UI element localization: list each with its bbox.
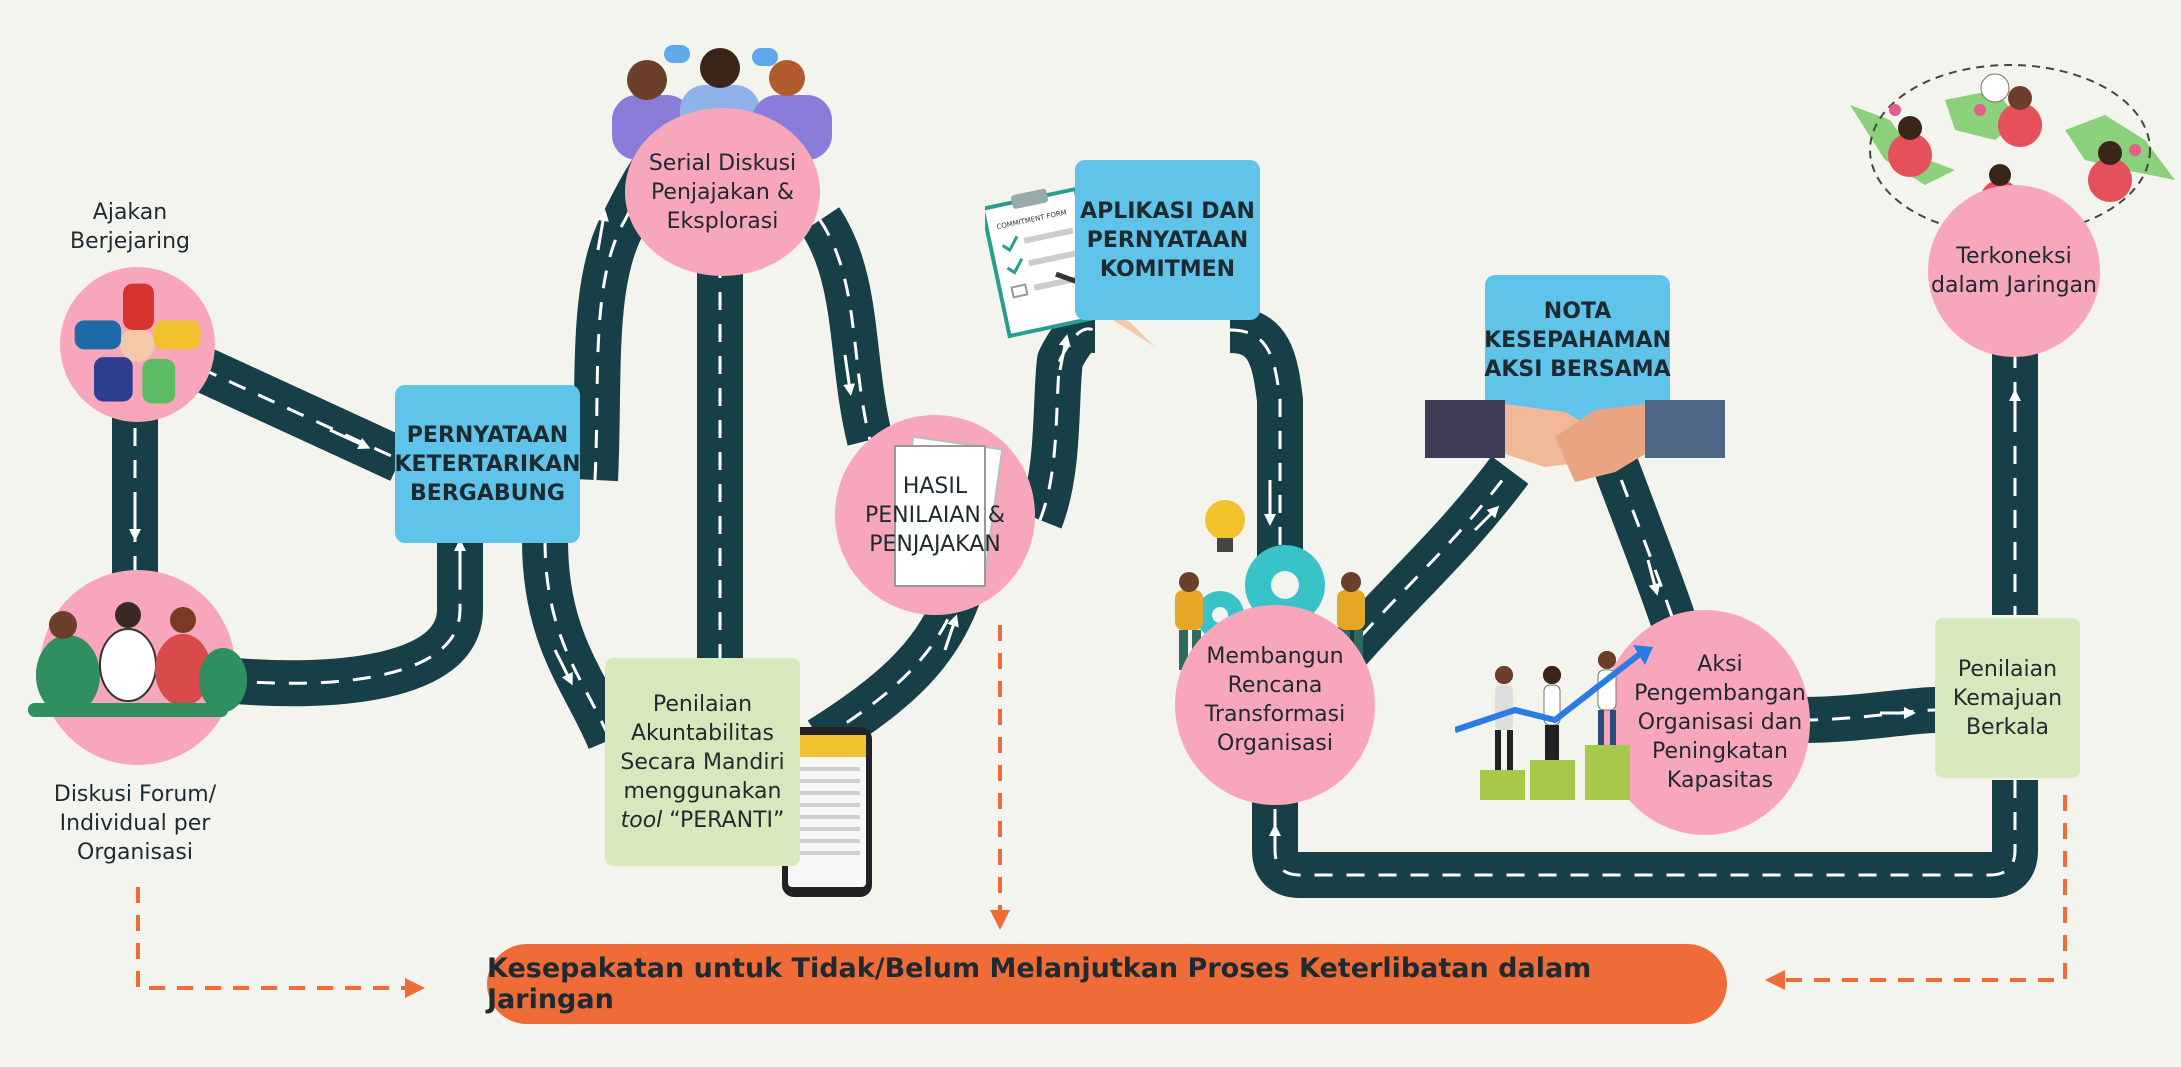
growth-podium-icon-overlay — [1455, 645, 1653, 800]
node-membangun-rencana: Membangun Rencana Transformasi Organisas… — [1175, 605, 1375, 805]
banner-kesepakatan: Kesepakatan untuk Tidak/Belum Melanjutka… — [487, 944, 1727, 1024]
node-ajakan-berjejaring: Ajakan Berjejaring — [70, 200, 190, 254]
node-aksi-pengembangan: Aksi Pengembangan Organisasi dan Peningk… — [1600, 610, 1810, 835]
hands-circle-icon-overlay — [74, 283, 201, 404]
pernyataan-label: PERNYATAAN KETERTARIKAN BERGABUNG — [394, 422, 581, 506]
hasil-label-wrap: HASIL PENILAIAN & PENJAJAKAN — [835, 415, 1035, 615]
node-serial-diskusi: Serial Diskusi Penjajakan & Eksplorasi — [625, 108, 820, 276]
node-terkoneksi: Terkoneksi dalam Jaringan — [1928, 185, 2100, 357]
aksi-label: Aksi Pengembangan Organisasi dan Peningk… — [1634, 652, 1806, 793]
network-map-icon — [1850, 64, 2175, 235]
node-diskusi-forum: Diskusi Forum/ Individual per Organisasi — [53, 782, 217, 865]
node-aplikasi-komitmen: APLIKASI DAN PERNYATAAN KOMITMEN — [1075, 160, 1260, 320]
membangun-label: Membangun Rencana Transformasi Organisas… — [1204, 644, 1346, 756]
terkoneksi-label: Terkoneksi dalam Jaringan — [1931, 244, 2097, 298]
document-icon-overlay — [892, 435, 1004, 590]
node-penilaian-kemajuan: Penilaian Kemajuan Berkala — [1935, 618, 2080, 778]
hasil-label: HASIL PENILAIAN & PENJAJAKAN — [864, 473, 1006, 557]
aplikasi-label: APLIKASI DAN PERNYATAAN KOMITMEN — [1080, 198, 1255, 282]
handshake-icon-overlay — [1425, 400, 1725, 482]
banner-label: Kesepakatan untuk Tidak/Belum Melanjutka… — [487, 953, 1592, 1015]
penilaian-kemajuan-label: Penilaian Kemajuan Berkala — [1952, 656, 2063, 740]
node-penilaian-akuntabilitas: Penilaian Akuntabilitas Secara Mandiri m… — [605, 658, 800, 866]
group-discussion-icon-overlay — [28, 602, 247, 717]
smartphone-icon — [782, 727, 872, 897]
node-pernyataan-ketertarikan: PERNYATAAN KETERTARIKAN BERGABUNG — [394, 385, 581, 543]
nota-label: NOTA KESEPAHAMAN AKSI BERSAMA — [1484, 298, 1671, 382]
penilaian-akuntabilitas-label: Penilaian Akuntabilitas Secara Mandiri m… — [620, 691, 785, 833]
serial-diskusi-label: Serial Diskusi Penjajakan & Eksplorasi — [648, 150, 797, 234]
